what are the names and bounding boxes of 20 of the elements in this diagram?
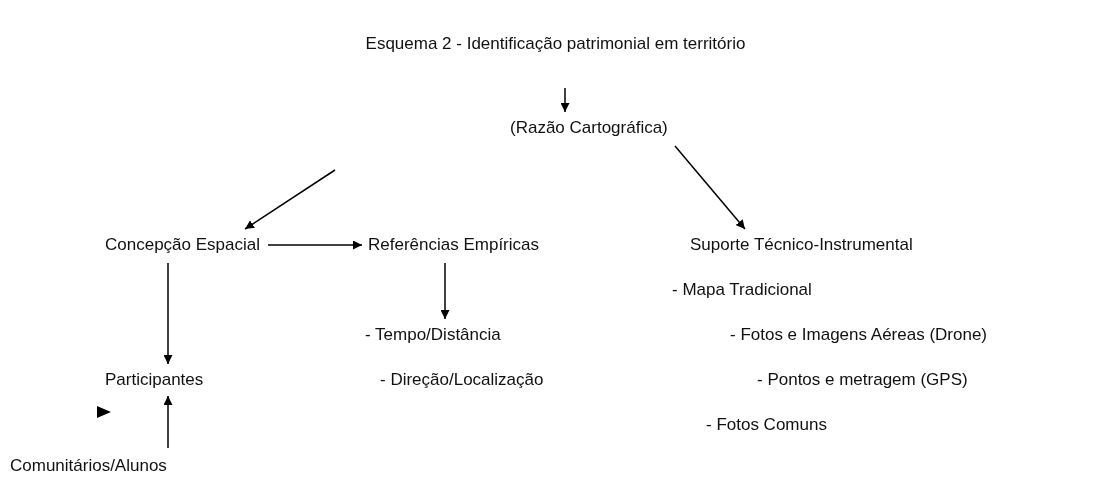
arrow	[244, 169, 336, 230]
arrow	[440, 262, 450, 320]
node-text: Suporte Técnico-Instrumental	[690, 235, 913, 255]
diagram-title: Esquema 2 - Identificação patrimonial em território	[364, 34, 747, 54]
list-item: - Mapa Tradicional	[672, 280, 812, 300]
arrow	[674, 145, 746, 230]
arrow	[163, 262, 173, 365]
list-item: - Direção/Localização	[380, 370, 544, 390]
node-text: Participantes	[105, 370, 204, 390]
node-text: (Razão Cartográfica)	[510, 118, 668, 138]
list-item: - Fotos e Imagens Aéreas (Drone)	[730, 325, 987, 345]
list-item: - Pontos e metragem (GPS)	[757, 370, 968, 390]
node-text: - Tempo/Distância	[365, 325, 501, 345]
arrow	[163, 395, 173, 449]
node-text: Concepção Espacial	[105, 235, 260, 255]
arrow	[560, 87, 570, 113]
list-item: - Fotos Comuns	[706, 415, 827, 435]
node-text: Comunitários/Alunos	[10, 456, 167, 476]
node-text: Referências Empíricas	[368, 235, 539, 255]
arrow	[267, 240, 363, 250]
